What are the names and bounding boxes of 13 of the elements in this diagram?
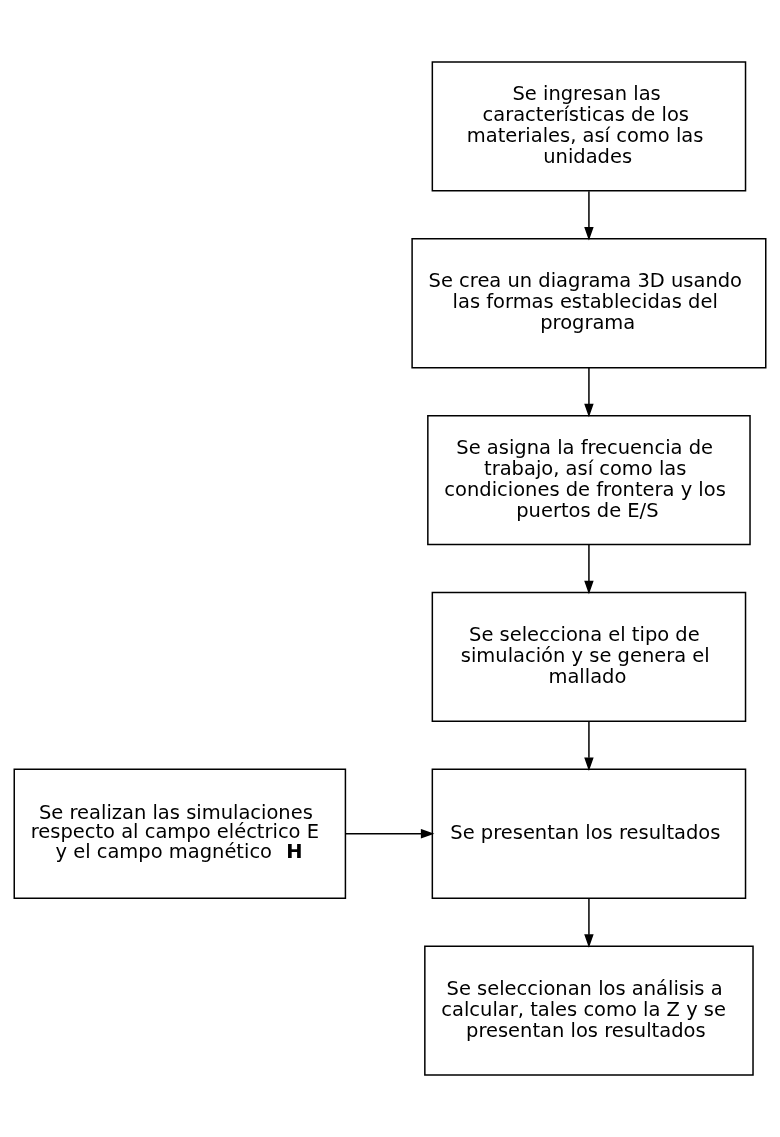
node-box: Se asigna la frecuencia de trabajo, así como las condiciones de frontera y los puertos de E/S [427,414,751,546]
arrow [584,367,594,418]
node-box: Se presentan los resultados [431,768,747,899]
node-box: Se crea un diagrama 3D usando las formas establecidas del programa [411,238,767,369]
node-box: Se selecciona el tipo de simulación y se genera el mallado [431,591,747,723]
node-box: Se realizan las simulaciones respecto al campo eléctrico E y el campo magnético H [13,768,347,899]
arrow [344,829,435,839]
arrow [584,190,594,241]
arrow [584,897,594,948]
arrow [584,544,594,595]
arrow [584,720,594,772]
node-box: Se seleccionan los análisis a calcular, tales como la Z y se presentan los resultados [424,945,754,1076]
node-box: Se ingresan las características de los materiales, así como las unidades [431,61,747,192]
